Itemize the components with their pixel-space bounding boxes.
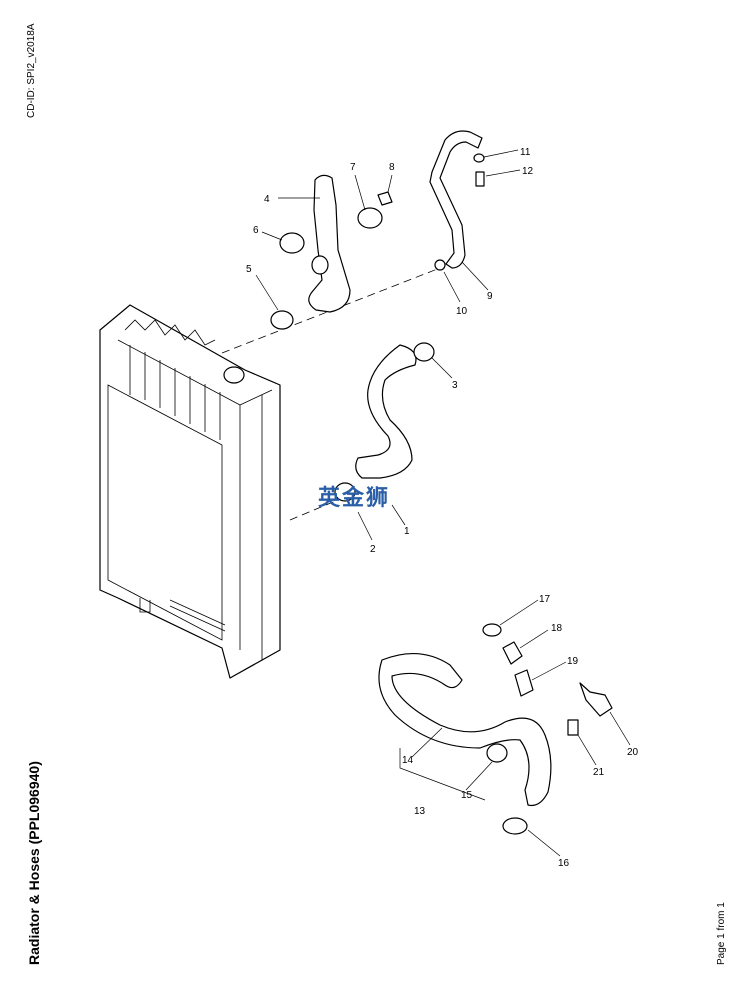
clamp-2[interactable] [334, 482, 356, 502]
callout-16: 16 [558, 858, 570, 869]
callout-2: 2 [370, 544, 376, 555]
callout-1: 1 [404, 526, 410, 537]
bracket-20[interactable] [579, 682, 613, 717]
callout-15: 15 [461, 790, 473, 801]
callout-17: 17 [539, 594, 551, 605]
hose-end-upper [311, 255, 329, 275]
callout-19: 19 [567, 656, 579, 667]
hose-assembly-14[interactable] [378, 652, 552, 807]
upper-hose[interactable] [308, 174, 351, 313]
bolt-12[interactable] [475, 171, 485, 187]
callout-8: 8 [389, 162, 395, 173]
fitting-18[interactable] [502, 641, 523, 665]
callout-13: 13 [414, 806, 426, 817]
callout-5: 5 [246, 264, 252, 275]
clamp-10[interactable] [434, 259, 446, 271]
watermark: 英金狮 [318, 486, 391, 511]
callout-14: 14 [402, 755, 414, 766]
clamp-5[interactable] [270, 310, 294, 330]
callout-labels: 1 2 3 4 5 6 7 8 9 10 11 12 13 14 15 16 1… [246, 147, 639, 869]
clamp-15[interactable] [486, 743, 508, 763]
group-bracket-13 [399, 748, 486, 801]
clip-11[interactable] [473, 153, 485, 163]
clamp-17[interactable] [482, 623, 502, 637]
callout-9: 9 [487, 291, 493, 302]
clamp-3[interactable] [413, 342, 435, 362]
callout-7: 7 [350, 162, 356, 173]
callout-21: 21 [593, 767, 605, 778]
callout-20: 20 [627, 747, 639, 758]
callout-18: 18 [551, 623, 563, 634]
callout-10: 10 [456, 306, 468, 317]
connector-19[interactable] [514, 669, 534, 697]
callout-4: 4 [264, 194, 270, 205]
alignment-line-lower [289, 496, 346, 521]
fitting-8[interactable] [377, 191, 393, 206]
clamp-16[interactable] [502, 817, 528, 835]
radiator[interactable] [99, 304, 281, 679]
callout-3: 3 [452, 380, 458, 391]
callout-11: 11 [520, 147, 531, 158]
breather-hose[interactable] [429, 130, 483, 269]
clamp-6[interactable] [279, 232, 305, 254]
callout-6: 6 [253, 225, 259, 236]
clamp-7[interactable] [357, 207, 383, 229]
leader-lines [255, 149, 631, 857]
bolt-21[interactable] [567, 719, 579, 736]
callout-12: 12 [522, 166, 534, 177]
lower-hose[interactable] [355, 344, 417, 479]
